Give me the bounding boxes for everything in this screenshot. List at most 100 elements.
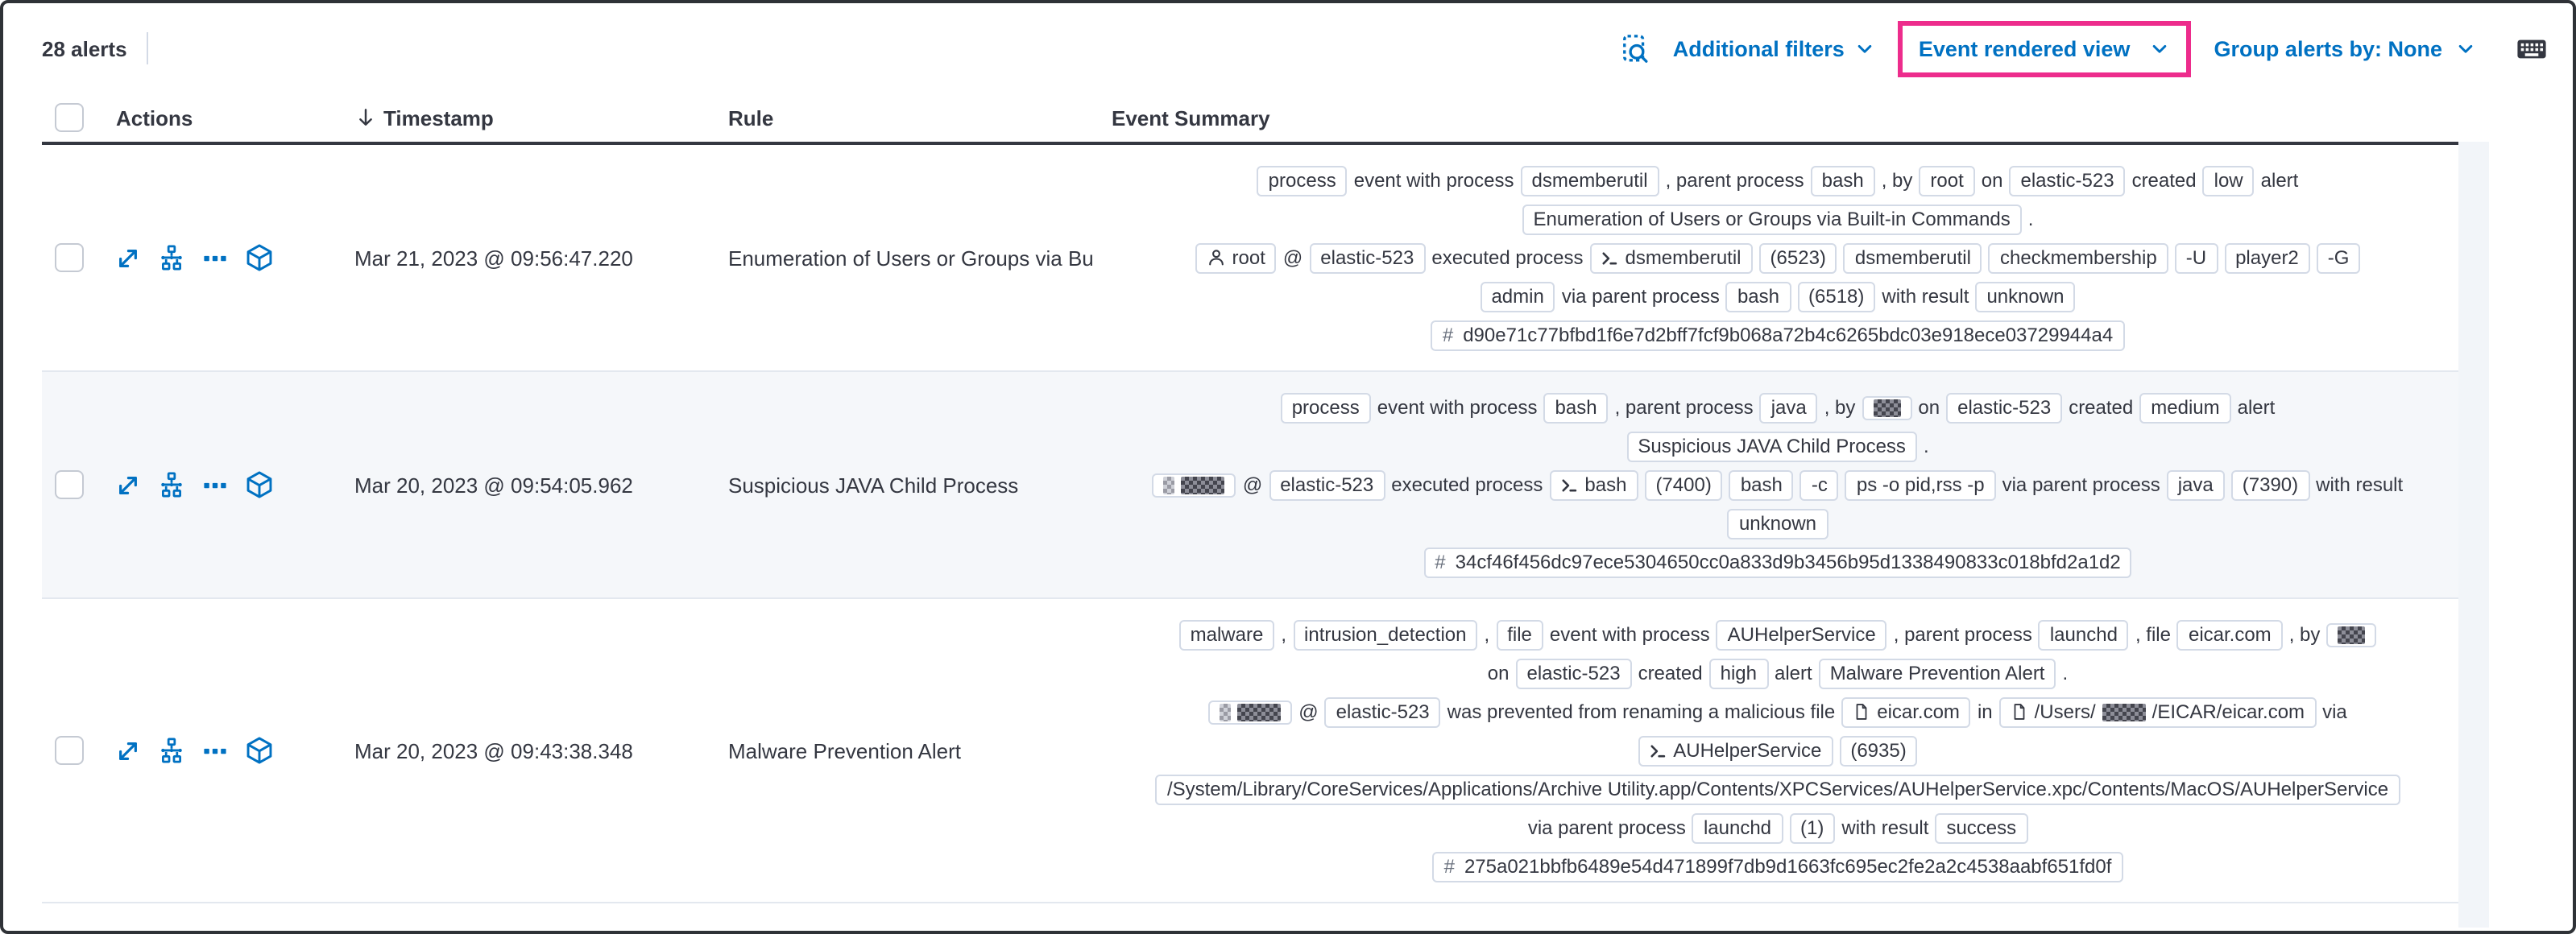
event-field-badge[interactable]: Suspicious JAVA Child Process	[1626, 431, 1917, 461]
keyboard-shortcuts-button[interactable]	[2516, 33, 2547, 64]
event-field-badge[interactable]: root	[1195, 242, 1277, 273]
event-field-badge[interactable]: elastic-523	[1269, 469, 1385, 500]
analyze-event-button[interactable]	[158, 244, 185, 271]
select-alert-checkbox[interactable]	[55, 736, 84, 765]
event-field-badge[interactable]: bash	[1729, 469, 1794, 500]
event-field-badge[interactable]: -G	[2316, 242, 2361, 273]
event-field-badge[interactable]: -c	[1799, 469, 1839, 500]
badge-text: process	[1291, 395, 1360, 418]
session-view-button[interactable]	[245, 470, 274, 499]
event-field-badge[interactable]: eicar.com	[2176, 619, 2283, 650]
hash-icon: #	[1443, 854, 1455, 877]
boxes-horizontal-icon	[204, 481, 226, 488]
event-field-badge[interactable]: #34cf46f456dc97ece5304650cc0a833d9b3456b…	[1423, 547, 2132, 577]
event-field-badge[interactable]: success	[1935, 812, 2028, 843]
badge-text: java	[2177, 473, 2214, 495]
summary-text: via	[2322, 700, 2347, 723]
event-field-badge[interactable]: /Users//EICAR/eicar.com	[1998, 696, 2317, 727]
event-field-badge[interactable]: malware	[1178, 619, 1275, 650]
summary-text: .	[2027, 208, 2034, 230]
column-header-rule[interactable]: Rule	[728, 105, 774, 130]
select-alert-checkbox[interactable]	[55, 243, 84, 272]
event-field-badge[interactable]: launchd	[1692, 812, 1783, 843]
event-field-badge[interactable]: player2	[2224, 242, 2310, 273]
event-field-badge[interactable]: AUHelperService	[1716, 619, 1887, 650]
redacted-text	[1163, 476, 1175, 494]
event-field-badge[interactable]: (7390)	[2230, 469, 2310, 500]
event-field-badge[interactable]: (6523)	[1758, 242, 1837, 273]
expand-alert-button[interactable]	[114, 737, 142, 764]
analyzer-icon	[161, 244, 182, 270]
event-field-badge[interactable]: root	[1919, 165, 1975, 196]
badge-text: ps -o pid,rss -p	[1856, 473, 1985, 495]
more-actions-button[interactable]	[201, 244, 229, 271]
redacted-text	[2338, 626, 2366, 643]
event-field-badge[interactable]: elastic-523	[1515, 658, 1632, 688]
event-field-badge[interactable]: dsmemberutil	[1589, 242, 1753, 273]
select-all-checkbox[interactable]	[55, 103, 84, 132]
event-field-badge[interactable]: unknown	[1727, 508, 1828, 539]
event-field-badge[interactable]: process	[1257, 165, 1348, 196]
event-field-badge[interactable]	[1208, 700, 1293, 724]
event-field-badge[interactable]: AUHelperService	[1638, 735, 1833, 766]
event-field-badge[interactable]: #275a021bbfb6489e54d471899f7db9d1663fc69…	[1432, 851, 2123, 882]
badge-text: admin	[1491, 284, 1544, 307]
event-field-badge[interactable]: Malware Prevention Alert	[1818, 658, 2056, 688]
event-field-badge[interactable]: #d90e71c77bfbd1f6e7d2bff7fcf9b068a72b4c6…	[1431, 320, 2125, 350]
event-field-badge[interactable]: file	[1496, 619, 1543, 650]
event-field-badge[interactable]: medium	[2139, 392, 2231, 423]
column-header-summary[interactable]: Event Summary	[1112, 105, 1270, 130]
event-field-badge[interactable]: java	[2166, 469, 2225, 500]
event-field-badge[interactable]: dsmemberutil	[1843, 242, 1982, 273]
event-field-badge[interactable]: launchd	[2038, 619, 2129, 650]
event-field-badge[interactable]: high	[1708, 658, 1768, 688]
event-field-badge[interactable]: (6518)	[1797, 281, 1876, 312]
event-rendered-view-dropdown[interactable]: Event rendered view	[1919, 36, 2171, 60]
scrollbar-track[interactable]	[2458, 142, 2489, 928]
select-alert-checkbox[interactable]	[55, 470, 84, 499]
event-field-badge[interactable]: ps -o pid,rss -p	[1845, 469, 1996, 500]
event-field-badge[interactable]: -U	[2174, 242, 2218, 273]
event-field-badge[interactable]: bash	[1810, 165, 1875, 196]
event-field-badge[interactable]	[2326, 622, 2377, 647]
analyze-event-button[interactable]	[158, 737, 185, 764]
event-field-badge[interactable]: (1)	[1789, 812, 1836, 843]
event-field-badge[interactable]: checkmembership	[1988, 242, 2168, 273]
table-header-row: Actions Timestamp Rule Event Summary	[42, 93, 2463, 145]
analyze-event-button[interactable]	[158, 471, 185, 498]
more-actions-button[interactable]	[201, 471, 229, 498]
event-field-badge[interactable]: Enumeration of Users or Groups via Built…	[1522, 204, 2022, 234]
event-field-badge[interactable]: low	[2202, 165, 2255, 196]
event-field-badge[interactable]: elastic-523	[1946, 392, 2063, 423]
summary-text: , parent process	[1893, 623, 2032, 646]
event-field-badge[interactable]: bash	[1725, 281, 1791, 312]
event-field-badge[interactable]	[1152, 473, 1236, 497]
group-alerts-by-dropdown[interactable]: Group alerts by: None	[2214, 36, 2476, 60]
event-field-badge[interactable]: elastic-523	[2009, 165, 2126, 196]
event-field-badge[interactable]: elastic-523	[1324, 696, 1441, 727]
event-field-badge[interactable]: (7400)	[1644, 469, 1723, 500]
event-field-badge[interactable]: elastic-523	[1309, 242, 1426, 273]
event-field-badge[interactable]: bash	[1543, 392, 1609, 423]
event-field-badge[interactable]: bash	[1549, 469, 1638, 500]
column-header-timestamp[interactable]: Timestamp	[335, 105, 709, 130]
summary-text: @	[1298, 700, 1319, 723]
event-field-badge[interactable]: process	[1280, 392, 1371, 423]
event-field-badge[interactable]: intrusion_detection	[1293, 619, 1478, 650]
summary-text: , file	[2135, 623, 2171, 646]
inspect-button[interactable]	[1621, 33, 1652, 64]
expand-alert-button[interactable]	[114, 471, 142, 498]
additional-filters-dropdown[interactable]: Additional filters	[1673, 36, 1875, 60]
event-field-badge[interactable]: (6935)	[1839, 735, 1918, 766]
session-view-button[interactable]	[245, 736, 274, 765]
event-field-badge[interactable]: admin	[1480, 281, 1555, 312]
session-view-button[interactable]	[245, 243, 274, 272]
event-field-badge[interactable]: java	[1759, 392, 1818, 423]
event-field-badge[interactable]: unknown	[1975, 281, 2076, 312]
event-field-badge[interactable]: dsmemberutil	[1520, 165, 1659, 196]
more-actions-button[interactable]	[201, 737, 229, 764]
event-field-badge[interactable]: /System/Library/CoreServices/Application…	[1155, 774, 2400, 804]
event-field-badge[interactable]: eicar.com	[1841, 696, 1971, 727]
event-field-badge[interactable]	[1862, 395, 1912, 419]
expand-alert-button[interactable]	[114, 244, 142, 271]
